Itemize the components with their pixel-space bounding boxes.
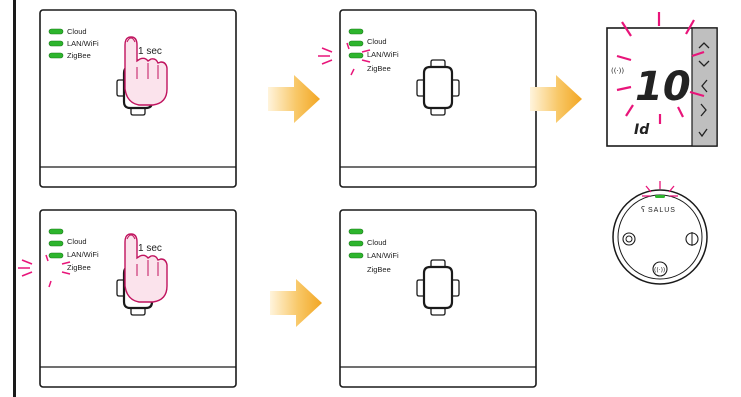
pair-button-icon: ((·)) xyxy=(652,261,668,277)
thermostat: ((·)) 10 Id xyxy=(606,12,718,147)
step-arrow-1 xyxy=(268,75,320,123)
up-arrow-icon xyxy=(698,42,710,49)
thermostat-display-value: 10 xyxy=(635,64,691,110)
led-label-cloud: Cloud xyxy=(367,37,387,46)
sensor-led-blink-icon xyxy=(642,181,678,197)
led-label-lan-wifi: LAN/WiFi xyxy=(367,50,399,59)
led-label-zigbee: ZigBee xyxy=(367,64,391,73)
gateway-4: Cloud LAN/WiFi ZigBee xyxy=(338,208,538,389)
confirm-check-icon xyxy=(698,128,708,138)
brand-logo-icon: ʕ xyxy=(641,205,645,214)
led-label-lan-wifi: LAN/WiFi xyxy=(67,250,99,259)
press-duration-label: 1 sec xyxy=(138,243,162,254)
wireless-signal-icon: ((·)) xyxy=(611,67,624,75)
down-arrow-icon xyxy=(698,60,710,67)
led-label-cloud: Cloud xyxy=(67,237,87,246)
press-duration-label: 1 sec xyxy=(138,46,162,57)
led-label-zigbee: ZigBee xyxy=(67,263,91,272)
left-screw-icon xyxy=(622,232,636,246)
gateway-3: Cloud LAN/WiFi ZigBee 1 sec xyxy=(18,208,238,389)
led-label-cloud: Cloud xyxy=(367,238,387,247)
led-label-zigbee: ZigBee xyxy=(67,51,91,60)
sensor-led xyxy=(655,195,665,198)
led-label-lan-wifi: LAN/WiFi xyxy=(67,39,99,48)
step-arrow-2 xyxy=(530,75,582,123)
round-sensor: SALUS ʕ ((·)) xyxy=(612,181,708,285)
left-margin-rule xyxy=(13,0,16,397)
zigbee-blink-icon xyxy=(18,254,71,288)
zigbee-blink-icon xyxy=(318,42,371,76)
led-label-cloud: Cloud xyxy=(67,27,87,36)
display-blink-icon xyxy=(616,12,705,124)
sensor-brand-label: SALUS xyxy=(648,207,676,214)
left-arrow-icon xyxy=(701,79,708,93)
gateway-2: Cloud LAN/WiFi ZigBee xyxy=(318,8,538,189)
thermostat-sub-code: Id xyxy=(634,122,650,138)
svg-text:((·)): ((·)) xyxy=(654,267,665,274)
right-screw-icon xyxy=(685,232,699,246)
led-label-zigbee: ZigBee xyxy=(367,265,391,274)
gateway-1: Cloud LAN/WiFi ZigBee 1 sec xyxy=(38,8,238,189)
led-label-lan-wifi: LAN/WiFi xyxy=(367,251,399,260)
step-arrow-3 xyxy=(270,279,322,327)
right-arrow-icon xyxy=(700,103,707,117)
thermostat-buttons xyxy=(698,42,710,138)
